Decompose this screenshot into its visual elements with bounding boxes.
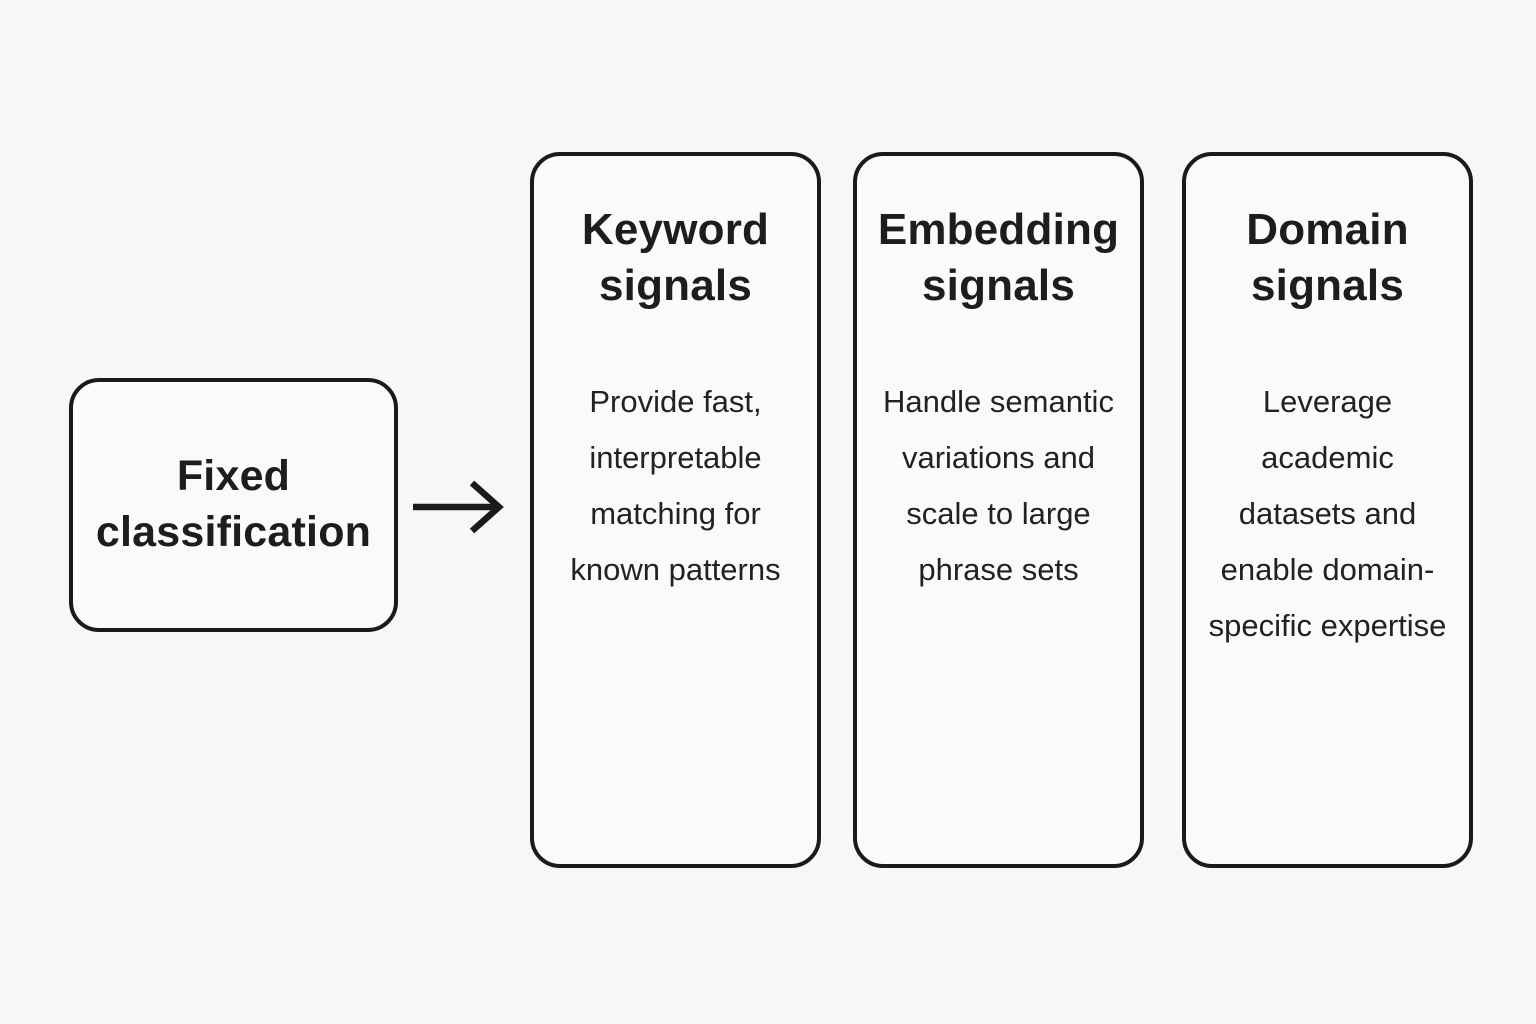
card-title-domain-signals: Domain signals — [1246, 205, 1409, 310]
card-title-embedding-signals: Embedding signals — [877, 205, 1120, 310]
card-keyword-signals: Keyword signals Provide fast, interpreta… — [530, 152, 821, 868]
fixed-classification-label: Fixed classification — [95, 452, 372, 556]
flow-arrow — [406, 477, 508, 537]
fixed-classification-box: Fixed classification — [69, 378, 398, 632]
card-body-domain-signals: Leverage academic datasets and enable do… — [1208, 384, 1447, 643]
card-body-embedding-signals: Handle semantic variations and scale to … — [883, 384, 1114, 587]
card-domain-signals: Domain signals Leverage academic dataset… — [1182, 152, 1473, 868]
card-title-keyword-signals: Keyword signals — [581, 205, 770, 310]
card-embedding-signals: Embedding signals Handle semantic variat… — [853, 152, 1144, 868]
right-arrow-icon — [413, 480, 504, 534]
card-body-keyword-signals: Provide fast, interpretable matching for… — [570, 384, 781, 587]
